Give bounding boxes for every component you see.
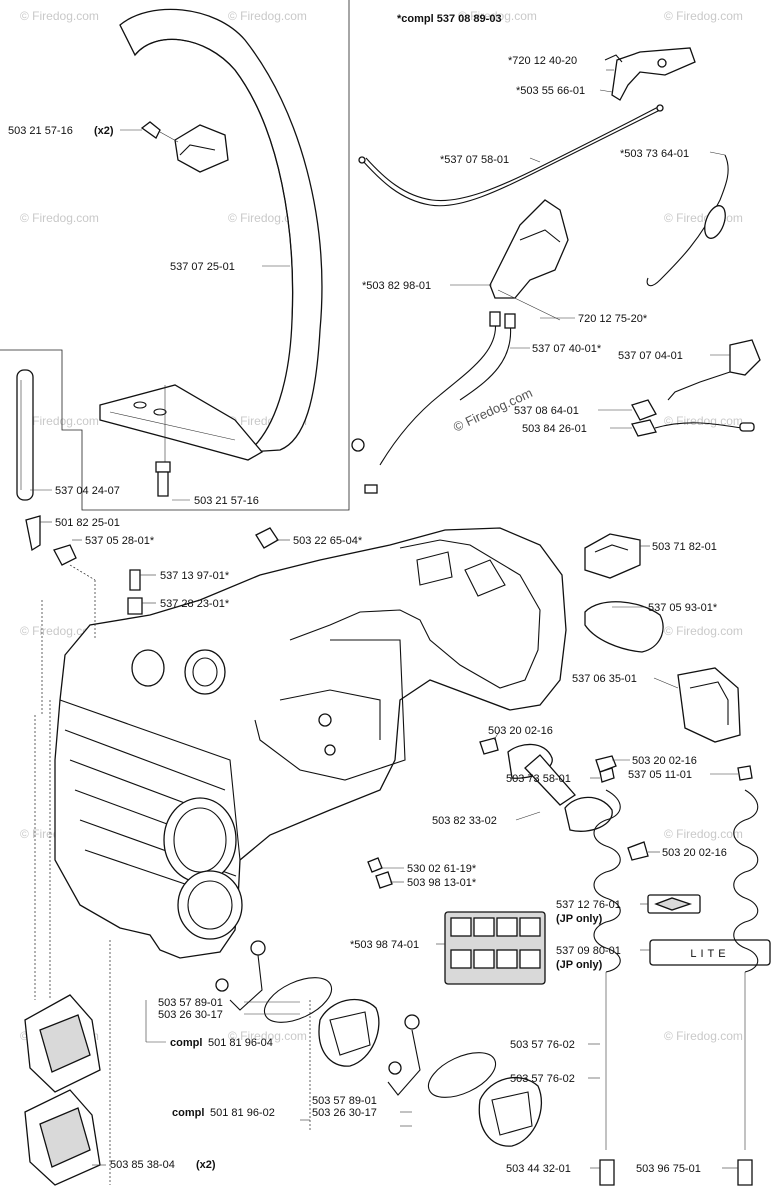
part-label: 503 73 58-01 xyxy=(506,773,571,785)
part-label: 503 84 26-01 xyxy=(522,423,587,435)
part-label: 530 02 61-19* xyxy=(407,863,477,875)
part-label: 503 98 13-01* xyxy=(407,877,477,889)
fuel-tube xyxy=(16,369,34,501)
part-qty: (x2) xyxy=(94,125,114,137)
part-label: 501 82 25-01 xyxy=(55,517,120,529)
switch-503-71-82-01 xyxy=(584,533,641,579)
screw-503-21-57-16 xyxy=(140,121,179,497)
part-label: 537 07 04-01 xyxy=(618,350,683,362)
buffer-set-a xyxy=(215,940,380,1067)
part-label: 537 05 28-01* xyxy=(85,535,155,547)
front-handle xyxy=(99,8,323,470)
watermark-text: © Firedog.com xyxy=(228,1029,307,1043)
part-note: (JP only) xyxy=(556,913,603,925)
part-label: 503 96 75-01 xyxy=(636,1163,701,1175)
part-label: *720 12 40-20 xyxy=(508,55,577,67)
part-label: 503 20 02-16 xyxy=(662,847,727,859)
grommet-537-08-64-01 xyxy=(631,399,657,421)
plate-537-05-93-01 xyxy=(584,601,664,653)
cover-537-06-35-01 xyxy=(677,667,741,743)
part-label: 537 06 35-01 xyxy=(572,673,637,685)
part-label: *503 73 64-01 xyxy=(620,148,689,160)
group-boundary-lines xyxy=(0,0,350,511)
choke-cable-spring xyxy=(646,154,729,287)
part-label: 503 21 57-16 xyxy=(194,495,259,507)
part-label: 537 13 97-01* xyxy=(160,570,230,582)
part-label: *503 98 74-01 xyxy=(350,939,419,951)
watermark-text: © Firedog.com xyxy=(20,211,99,225)
part-label: 537 09 80-01 xyxy=(556,945,621,957)
part-label: 503 20 02-16 xyxy=(632,755,697,767)
part-label: 503 57 76-02 xyxy=(510,1073,575,1085)
decal-lite-text: LITE xyxy=(690,948,729,960)
spring-503-57-76-02-left xyxy=(593,767,621,1186)
part-label: 503 20 02-16 xyxy=(488,725,553,737)
part-labels: *compl 537 08 89-03 *720 12 40-20 *503 5… xyxy=(8,13,727,1175)
throttle-cable xyxy=(358,104,664,207)
warning-decal xyxy=(444,911,546,985)
kit-number: 501 81 96-02 xyxy=(210,1107,275,1119)
buffer-set-b xyxy=(387,1014,542,1147)
part-label: 537 04 24-07 xyxy=(55,485,120,497)
throttle-trigger xyxy=(489,199,569,321)
watermark-text: © Firedog.com xyxy=(664,624,743,638)
part-label: *537 07 58-01 xyxy=(440,154,509,166)
part-label: 503 26 30-17 xyxy=(312,1107,377,1119)
watermark-text: © Firedog.com xyxy=(664,211,743,225)
part-label: 537 07 40-01* xyxy=(532,343,602,355)
part-label: 503 71 82-01 xyxy=(652,541,717,553)
kit-number: 501 81 96-04 xyxy=(208,1037,273,1049)
watermark-text: © Firedog.com xyxy=(20,9,99,23)
part-label: 537 12 76-01 xyxy=(556,899,621,911)
part-label: 537 05 11-01 xyxy=(628,769,692,781)
kit-label: *compl 537 08 89-03 xyxy=(397,13,502,25)
part-label: 503 82 33-02 xyxy=(432,815,497,827)
av-buffers-503-85-38-04 xyxy=(24,994,101,1186)
part-label: 537 05 93-01* xyxy=(648,602,718,614)
part-label: 720 12 75-20* xyxy=(578,313,648,325)
small-screws xyxy=(367,857,393,889)
decal-537-09-80-01: LITE xyxy=(649,939,771,966)
part-label: 503 85 38-04 xyxy=(110,1159,175,1171)
part-label: *503 55 66-01 xyxy=(516,85,585,97)
part-label: 503 57 76-02 xyxy=(510,1039,575,1051)
switch-537-07-04-01 xyxy=(667,339,761,401)
watermark-text: © Firedog.com xyxy=(20,624,99,638)
watermark-text: © Firedog.com xyxy=(228,9,307,23)
spring-503-57-76-02-right xyxy=(733,765,759,1186)
kit-label: compl xyxy=(170,1037,202,1049)
decal-537-12-76-01 xyxy=(647,894,701,914)
wire-503-84-26-01 xyxy=(631,419,755,437)
part-label: 503 57 89-01 xyxy=(158,997,223,1009)
part-label: 503 21 57-16 xyxy=(8,125,73,137)
watermark-text: © Firedog.com xyxy=(458,9,537,23)
watermark-text: © Firedog.com xyxy=(20,414,99,428)
kit-label: compl xyxy=(172,1107,204,1119)
watermark-text: © Firedog.com xyxy=(664,414,743,428)
watermark-text: © Firedog.com xyxy=(664,827,743,841)
part-label: 503 57 89-01 xyxy=(312,1095,377,1107)
part-label: 537 08 64-01 xyxy=(514,405,579,417)
crankcase-housing xyxy=(54,527,567,959)
watermark-text: © Firedog.com xyxy=(664,1029,743,1043)
part-note: (JP only) xyxy=(556,959,603,971)
throttle-lockout xyxy=(604,47,696,101)
part-label: 503 26 30-17 xyxy=(158,1009,223,1021)
watermark-text: © Firedog.com xyxy=(664,9,743,23)
part-label: *503 82 98-01 xyxy=(362,280,431,292)
part-qty: (x2) xyxy=(196,1159,216,1171)
fittings xyxy=(25,515,279,615)
leader-lines xyxy=(30,69,738,1185)
stop-switch-wiring xyxy=(351,311,516,494)
part-label: 503 44 32-01 xyxy=(506,1163,571,1175)
part-label: 537 07 25-01 xyxy=(170,261,235,273)
part-label: 503 22 65-04* xyxy=(293,535,363,547)
part-label: 537 28 23-01* xyxy=(160,598,230,610)
av-element xyxy=(479,737,649,861)
